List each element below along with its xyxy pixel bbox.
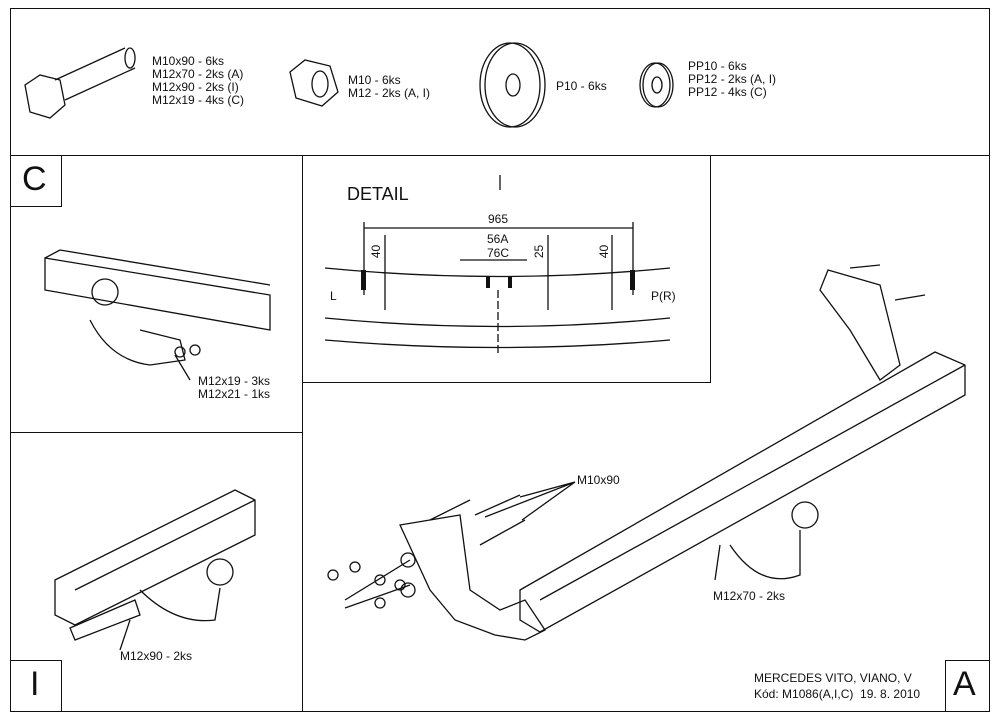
dim-width: 965 <box>488 212 509 226</box>
washers-and-nuts <box>327 552 416 609</box>
note-text: M12x21 - 1ks <box>198 387 271 401</box>
panel-c-label: C <box>22 160 47 198</box>
panel-i-note: M12x90 - 2ks <box>120 649 193 663</box>
ball-callout: M12x70 - 2ks <box>713 589 786 603</box>
panel-i-hitch-drawing <box>54 489 256 641</box>
detail-title: DETAIL <box>347 184 409 204</box>
parts-text: PP12 - 4ks (C) <box>688 85 767 99</box>
panel-i-label-box <box>10 660 62 712</box>
parts-text: M10x90 - 6ks <box>152 54 225 68</box>
panel-c-hitch-drawing <box>44 249 271 366</box>
product-code: Kód: M1086(A,I,C) 19. 8. 2010 <box>754 687 921 701</box>
parts-text: PP12 - 2ks (A, I) <box>688 72 777 86</box>
parts-text: M12 - 2ks (A, I) <box>348 86 431 100</box>
washer-large-text: P10 - 6ks <box>556 79 607 93</box>
large-washer-icon <box>479 42 546 128</box>
bolt-callout: M10x90 <box>577 473 620 487</box>
parts-text: M12x70 - 2ks (A) <box>152 67 244 81</box>
dim-center-a: 56A <box>487 232 509 246</box>
parts-text: M12x19 - 4ks (C) <box>152 93 245 107</box>
dim-mid: 25 <box>532 244 547 259</box>
vehicle-model: MERCEDES VITO, VIANO, V <box>754 671 912 685</box>
bolt-icon <box>24 47 136 119</box>
parts-text: M12x90 - 2ks (I) <box>152 80 239 94</box>
right-side-label: P(R) <box>651 289 676 303</box>
left-side-label: L <box>330 289 337 303</box>
hex-nut-icon <box>289 59 339 107</box>
panel-a-label: A <box>953 665 976 703</box>
panel-i <box>10 432 303 712</box>
panel-a-label-box <box>945 660 990 712</box>
panel-c-label-box <box>10 155 62 207</box>
panel-i-label: I <box>30 665 40 703</box>
parts-text: M10 - 6ks <box>348 73 401 87</box>
dim-left: 40 <box>369 244 384 259</box>
dim-right: 40 <box>597 244 612 259</box>
small-washer-icon <box>639 62 674 108</box>
detail-panel <box>302 155 711 383</box>
note-text: M12x19 - 3ks <box>198 374 271 388</box>
dim-center-c: 76C <box>487 246 510 260</box>
panel-a-hitch-drawing <box>344 264 966 641</box>
parts-text: PP10 - 6ks <box>688 59 747 73</box>
